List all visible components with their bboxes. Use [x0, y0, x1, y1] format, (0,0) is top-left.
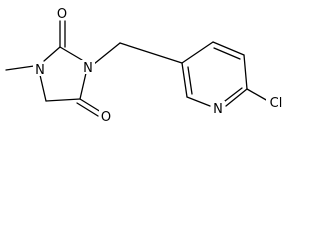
bond-n3-ch2 [93, 42, 121, 65]
atom-chlorine: Cl [270, 96, 283, 111]
bond-py-n-c2 [186, 96, 211, 107]
bonds [5, 20, 269, 117]
bond-py-c5-c6 [243, 54, 248, 90]
bond-py-c6-n [225, 88, 248, 107]
atom-oxygen-bottom: O [101, 110, 111, 125]
bond-c6-cl [246, 88, 269, 102]
bond-c4-o-bottom-a [79, 98, 102, 113]
bond-py-c3-c4 [181, 41, 214, 64]
atom-oxygen-top: O [57, 7, 67, 22]
bond-py-c4-c5-a [212, 41, 245, 56]
atom-labels: O N N O N Cl [33, 6, 286, 125]
atom-nitrogen-n3: N [83, 61, 93, 76]
bond-c4-o-bottom-b [76, 102, 99, 117]
bond-c5-n1 [39, 74, 47, 102]
bond-py-c2-c3-b [187, 66, 193, 95]
atom-nitrogen-pyridine: N [213, 102, 223, 117]
bond-n1-c2 [43, 46, 61, 62]
bond-py-c6-n-b [224, 87, 243, 102]
bond-methyl-n1 [5, 65, 35, 71]
bond-ch2-pyridine [119, 42, 183, 64]
bond-c2-n3 [59, 46, 83, 61]
bond-py-c2-c3-a [181, 62, 188, 98]
bond-py-c4-c5-b [213, 47, 241, 60]
chemical-structure: O N N O N Cl [5, 6, 286, 125]
bond-c4-c5 [45, 98, 81, 102]
atom-nitrogen-n1: N [35, 63, 45, 78]
bond-n3-c4 [79, 72, 87, 100]
